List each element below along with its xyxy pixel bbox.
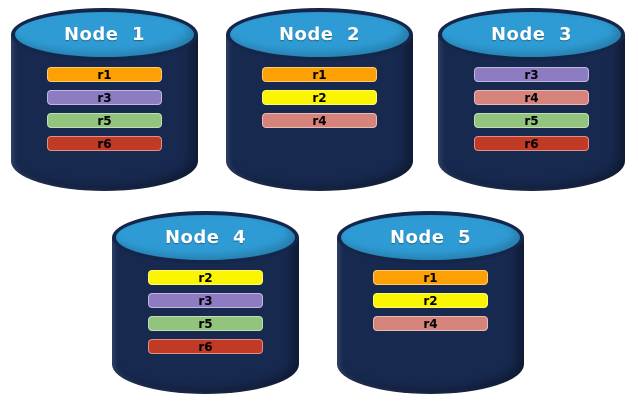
replica-bar-r3: r3	[474, 67, 589, 82]
replica-list: r3 r4 r5 r6	[438, 67, 625, 151]
node-3-cylinder: Node 3 r3 r4 r5 r6	[438, 8, 625, 191]
node-4-cylinder: Node 4 r2 r3 r5 r6	[112, 211, 299, 394]
replica-bar-r4: r4	[262, 113, 377, 128]
replica-bar-r1: r1	[47, 67, 162, 82]
replica-list: r1 r2 r4	[337, 270, 524, 331]
node-1-cylinder: Node 1 r1 r3 r5 r6	[11, 8, 198, 191]
replica-list: r2 r3 r5 r6	[112, 270, 299, 354]
replica-bar-r2: r2	[262, 90, 377, 105]
node-5-cylinder: Node 5 r1 r2 r4	[337, 211, 524, 394]
cylinder-top: Node 3	[438, 8, 625, 61]
replica-bar-r3: r3	[47, 90, 162, 105]
replica-bar-r5: r5	[148, 316, 263, 331]
node-title: Node 2	[278, 24, 361, 45]
replica-bar-r2: r2	[148, 270, 263, 285]
replica-bar-r4: r4	[474, 90, 589, 105]
node-title: Node 1	[63, 24, 146, 45]
replica-bar-r1: r1	[262, 67, 377, 82]
node-title: Node 4	[164, 227, 247, 248]
replica-bar-r5: r5	[47, 113, 162, 128]
cylinder-top: Node 1	[11, 8, 198, 61]
replica-bar-r6: r6	[148, 339, 263, 354]
replica-bar-r6: r6	[474, 136, 589, 151]
cylinder-top: Node 2	[226, 8, 413, 61]
replica-bar-r2: r2	[373, 293, 488, 308]
cylinder-top: Node 5	[337, 211, 524, 264]
replica-list: r1 r3 r5 r6	[11, 67, 198, 151]
replica-list: r1 r2 r4	[226, 67, 413, 128]
replica-bar-r1: r1	[373, 270, 488, 285]
cylinder-top: Node 4	[112, 211, 299, 264]
replica-bar-r5: r5	[474, 113, 589, 128]
node-2-cylinder: Node 2 r1 r2 r4	[226, 8, 413, 191]
replica-bar-r4: r4	[373, 316, 488, 331]
node-title: Node 3	[490, 24, 573, 45]
replica-bar-r6: r6	[47, 136, 162, 151]
node-title: Node 5	[389, 227, 472, 248]
replica-bar-r3: r3	[148, 293, 263, 308]
